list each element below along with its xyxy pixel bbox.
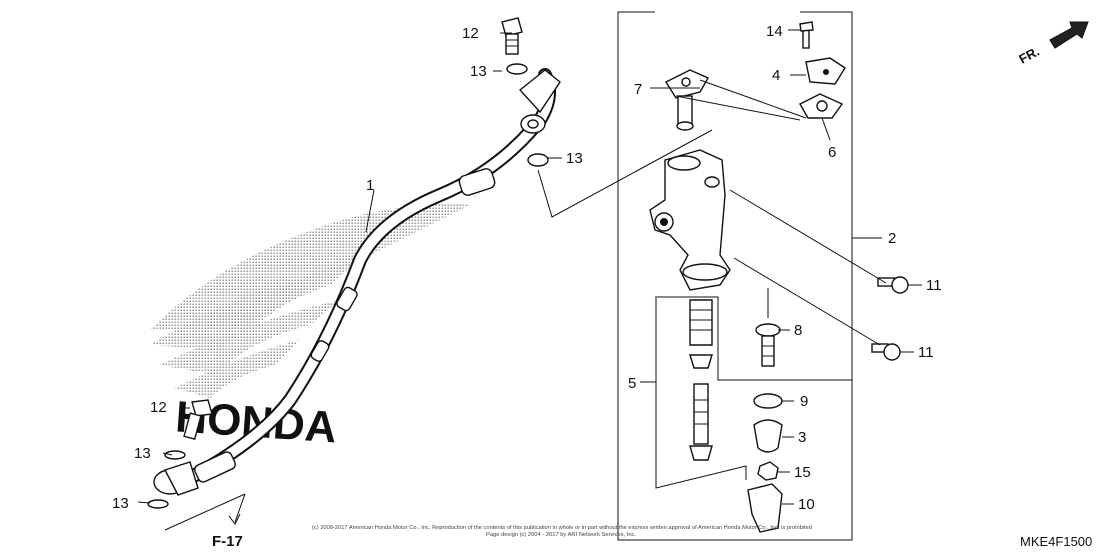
- mounting-bolt-lower: [871, 343, 901, 361]
- circlip: [753, 393, 783, 409]
- piston-set: [655, 296, 852, 461]
- callout-13-b: 13: [566, 150, 583, 167]
- callout-13-c: 13: [134, 445, 151, 462]
- callout-6: 6: [828, 144, 836, 161]
- master-cylinder-body: [649, 149, 731, 291]
- leader-lines: [137, 29, 922, 531]
- banjo-bolt-lower: [183, 399, 213, 441]
- callout-12-lower: 12: [150, 399, 167, 416]
- brake-hose: [153, 68, 561, 496]
- sealing-washer-4: [147, 499, 169, 509]
- assembly-bracket: [617, 11, 882, 541]
- callout-12-upper: 12: [462, 25, 479, 42]
- joint-nut: [757, 461, 779, 481]
- callout-9: 9: [800, 393, 808, 410]
- callout-14: 14: [766, 23, 783, 40]
- callout-11-upper: 11: [926, 277, 942, 294]
- boot: [753, 419, 783, 453]
- callout-5: 5: [628, 375, 636, 392]
- callout-13-d: 13: [112, 495, 129, 512]
- callout-2: 2: [888, 230, 896, 247]
- copyright-line-1: (c) 2009-2017 American Honda Motor Co., …: [312, 525, 812, 531]
- diagram-code: MKE4F1500: [1020, 534, 1092, 549]
- sealing-washer-2: [527, 153, 549, 167]
- mounting-bolt-upper: [877, 276, 909, 294]
- cap-assembly: [799, 21, 846, 119]
- push-rod: [755, 288, 781, 367]
- callouts: 1 2 3 4 5 6 7 8 9 10 11 11 12 12 13 13 1…: [112, 23, 942, 513]
- front-direction-arrow: FR.: [1016, 21, 1089, 67]
- callout-13-a: 13: [470, 63, 487, 80]
- honda-logo-watermark: HONDA: [150, 203, 470, 452]
- callout-1: 1: [366, 177, 374, 194]
- figure-reference: F-17: [212, 533, 243, 550]
- callout-8: 8: [794, 322, 802, 339]
- callout-15: 15: [794, 464, 811, 481]
- callout-7: 7: [634, 81, 642, 98]
- direction-label: FR.: [1016, 44, 1042, 67]
- sealing-washer-1: [506, 63, 528, 75]
- callout-4: 4: [772, 67, 780, 84]
- callout-3: 3: [798, 429, 806, 446]
- callout-11-lower: 11: [918, 344, 934, 361]
- copyright-line-2: Page design (c) 2004 - 2017 by ARI Netwo…: [486, 532, 636, 538]
- push-rod-joint: [747, 483, 783, 533]
- banjo-bolt-upper: [501, 17, 523, 55]
- sealing-washer-3: [164, 450, 186, 460]
- reservoir-connector: [664, 69, 709, 131]
- callout-10: 10: [798, 496, 815, 513]
